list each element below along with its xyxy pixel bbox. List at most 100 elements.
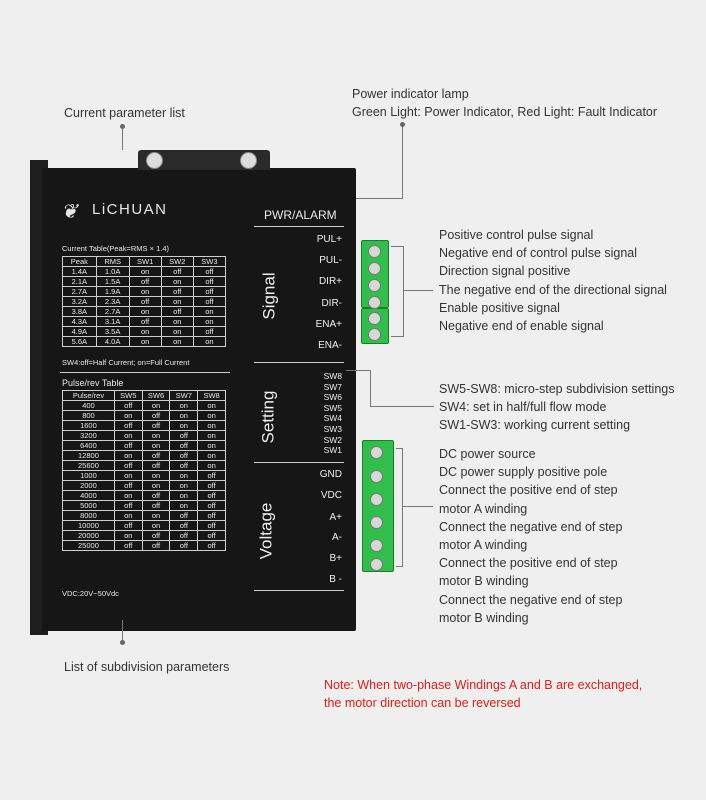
- table-cell: on: [169, 490, 199, 501]
- signal-note: Negative end of enable signal: [439, 319, 604, 333]
- table-cell: off: [141, 420, 171, 431]
- table-cell: on: [141, 510, 171, 521]
- divider: [254, 362, 344, 363]
- table-cell: off: [197, 490, 226, 501]
- brand-logo-icon: ❦: [61, 201, 78, 223]
- switch-label: SW2: [323, 434, 342, 445]
- table-cell: on: [197, 440, 226, 451]
- table-cell: on: [128, 266, 162, 277]
- bracket-line: [403, 290, 433, 291]
- table-cell: on: [197, 420, 226, 431]
- power-terminal-label: VDC: [320, 490, 342, 501]
- device-top-bar: [138, 150, 270, 170]
- table-header-cell: SW5: [113, 390, 143, 401]
- bracket-line: [346, 370, 370, 371]
- power-terminal-label: A+: [329, 512, 342, 523]
- bracket-line: [370, 370, 371, 406]
- table-cell: on: [160, 336, 194, 347]
- table-cell: 2.7A: [95, 306, 130, 317]
- table-cell: on: [113, 490, 143, 501]
- table-cell: off: [113, 480, 143, 491]
- table-cell: off: [141, 460, 171, 471]
- power-indicator-desc: Green Light: Power Indicator, Red Light:…: [352, 105, 658, 119]
- sw4-note: SW4:off=Half Current; on=Full Current: [62, 358, 190, 367]
- table-cell: off: [169, 510, 199, 521]
- table-cell: on: [169, 400, 199, 411]
- table-cell: off: [113, 540, 143, 551]
- divider: [254, 226, 344, 227]
- subdivision-list-label: List of subdivision parameters: [64, 660, 230, 674]
- table-cell: on: [160, 316, 194, 327]
- current-table-title: Current Table(Peak=RMS × 1.4): [62, 244, 169, 253]
- signal-terminal-label: DIR+: [318, 276, 342, 288]
- table-cell: 5000: [62, 500, 115, 511]
- section-setting-label: Setting: [258, 390, 278, 444]
- bracket-line: [403, 506, 433, 507]
- divider: [254, 462, 344, 463]
- table-cell: 800: [62, 410, 115, 421]
- table-cell: off: [141, 540, 171, 551]
- table-cell: on: [141, 430, 171, 441]
- table-cell: 3.5A: [95, 326, 130, 337]
- table-cell: on: [113, 510, 143, 521]
- signal-terminal-label: PUL+: [316, 234, 342, 245]
- switch-label: SW8: [323, 371, 342, 381]
- table-cell: off: [160, 306, 194, 317]
- setting-note: SW1-SW3: working current setting: [439, 418, 631, 433]
- power-indicator-label: Power indicator lamp: [352, 87, 469, 101]
- table-cell: on: [169, 480, 199, 491]
- bracket-line: [403, 246, 404, 337]
- table-cell: off: [128, 296, 162, 307]
- voltage-note: Connect the positive end of step: [439, 483, 618, 498]
- table-cell: on: [141, 480, 171, 491]
- note-line-1: Note: When two-phase Windings A and B ar…: [324, 678, 643, 692]
- divider: [60, 372, 230, 373]
- table-cell: on: [197, 430, 226, 441]
- current-parameter-list-label: Current parameter list: [64, 106, 185, 120]
- table-cell: off: [192, 296, 227, 307]
- table-cell: off: [113, 520, 143, 531]
- table-cell: 3.8A: [62, 306, 97, 317]
- bracket-line: [391, 336, 403, 337]
- table-cell: 5.6A: [62, 336, 97, 347]
- table-cell: off: [169, 520, 199, 531]
- table-cell: off: [192, 326, 227, 337]
- table-cell: off: [128, 276, 162, 287]
- table-cell: 25600: [62, 460, 115, 471]
- table-cell: off: [197, 480, 226, 491]
- power-terminal-label: GND: [319, 469, 342, 480]
- voltage-note: DC power source: [439, 447, 536, 461]
- divider: [254, 590, 344, 591]
- table-cell: off: [169, 440, 199, 451]
- table-cell: on: [197, 450, 226, 461]
- table-cell: 1.4A: [62, 266, 97, 277]
- signal-note: Negative end of control pulse signal: [439, 246, 638, 261]
- table-header-cell: SW6: [141, 390, 171, 401]
- table-cell: off: [197, 540, 226, 551]
- table-cell: on: [160, 326, 194, 337]
- table-cell: off: [141, 500, 171, 511]
- table-cell: 4000: [62, 490, 115, 501]
- signal-note: Enable positive signal: [439, 300, 560, 315]
- table-cell: on: [197, 400, 226, 411]
- table-cell: on: [197, 460, 226, 471]
- table-cell: on: [141, 440, 171, 451]
- table-cell: 20000: [62, 530, 115, 541]
- table-cell: 1.9A: [95, 286, 130, 297]
- table-cell: off: [197, 530, 226, 541]
- table-cell: 2.7A: [62, 286, 97, 297]
- voltage-note: Connect the positive end of step: [439, 556, 618, 571]
- pulse-table-title: Pulse/rev Table: [62, 378, 124, 388]
- table-cell: on: [169, 500, 199, 511]
- setting-note: SW4: set in half/full flow mode: [439, 400, 607, 415]
- table-header-cell: RMS: [95, 256, 130, 267]
